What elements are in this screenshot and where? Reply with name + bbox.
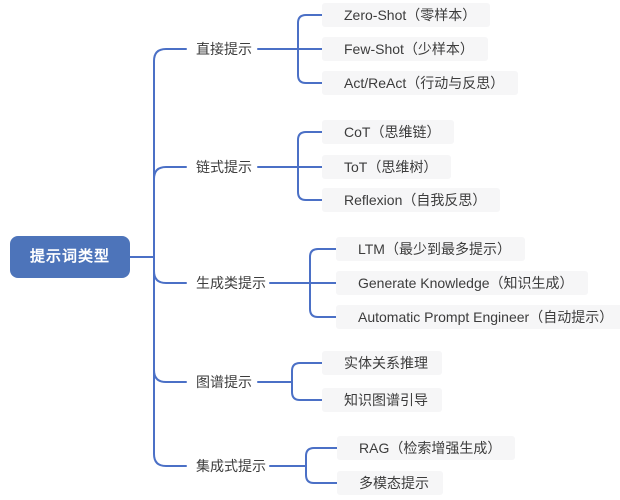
connector-branch-1-outer bbox=[297, 14, 323, 84]
leaf-1-2[interactable]: Few-Shot（少样本） bbox=[322, 37, 488, 61]
leaf-1-1[interactable]: Zero-Shot（零样本） bbox=[322, 3, 491, 27]
leaf-4-2[interactable]: 知识图谱引导 bbox=[322, 388, 442, 412]
leaf-5-1[interactable]: RAG（检索增强生成） bbox=[337, 436, 516, 460]
connector-branch-4-tee bbox=[153, 369, 187, 383]
branch-5-label[interactable]: 集成式提示 bbox=[196, 458, 266, 474]
connector-main-spine bbox=[153, 48, 187, 467]
leaf-3-3[interactable]: Automatic Prompt Engineer（自动提示） bbox=[336, 305, 620, 329]
branch-4-label[interactable]: 图谱提示 bbox=[196, 374, 252, 390]
leaf-2-3[interactable]: Reflexion（自我反思） bbox=[322, 188, 501, 212]
branch-3-label[interactable]: 生成类提示 bbox=[196, 275, 266, 291]
connector-branch-4-outer bbox=[291, 362, 323, 401]
connector-branch-2-tee bbox=[153, 166, 187, 180]
connector-branch-3-tee bbox=[153, 270, 187, 284]
branch-2-label[interactable]: 链式提示 bbox=[196, 159, 252, 175]
root-node[interactable]: 提示词类型 bbox=[10, 236, 130, 278]
leaf-3-2[interactable]: Generate Knowledge（知识生成） bbox=[336, 271, 588, 295]
leaf-5-2[interactable]: 多模态提示 bbox=[337, 471, 443, 495]
leaf-2-1[interactable]: CoT（思维链） bbox=[322, 120, 455, 144]
leaf-1-3[interactable]: Act/ReAct（行动与反思） bbox=[322, 71, 519, 95]
connector-branch-3-outer bbox=[309, 248, 337, 318]
branch-1-label[interactable]: 直接提示 bbox=[196, 41, 252, 57]
leaf-2-2[interactable]: ToT（思维树） bbox=[322, 155, 452, 179]
connector-branch-2-outer bbox=[297, 131, 323, 201]
leaf-4-1[interactable]: 实体关系推理 bbox=[322, 351, 442, 375]
connector-branch-5-outer bbox=[305, 447, 338, 484]
leaf-3-1[interactable]: LTM（最少到最多提示） bbox=[336, 237, 525, 261]
